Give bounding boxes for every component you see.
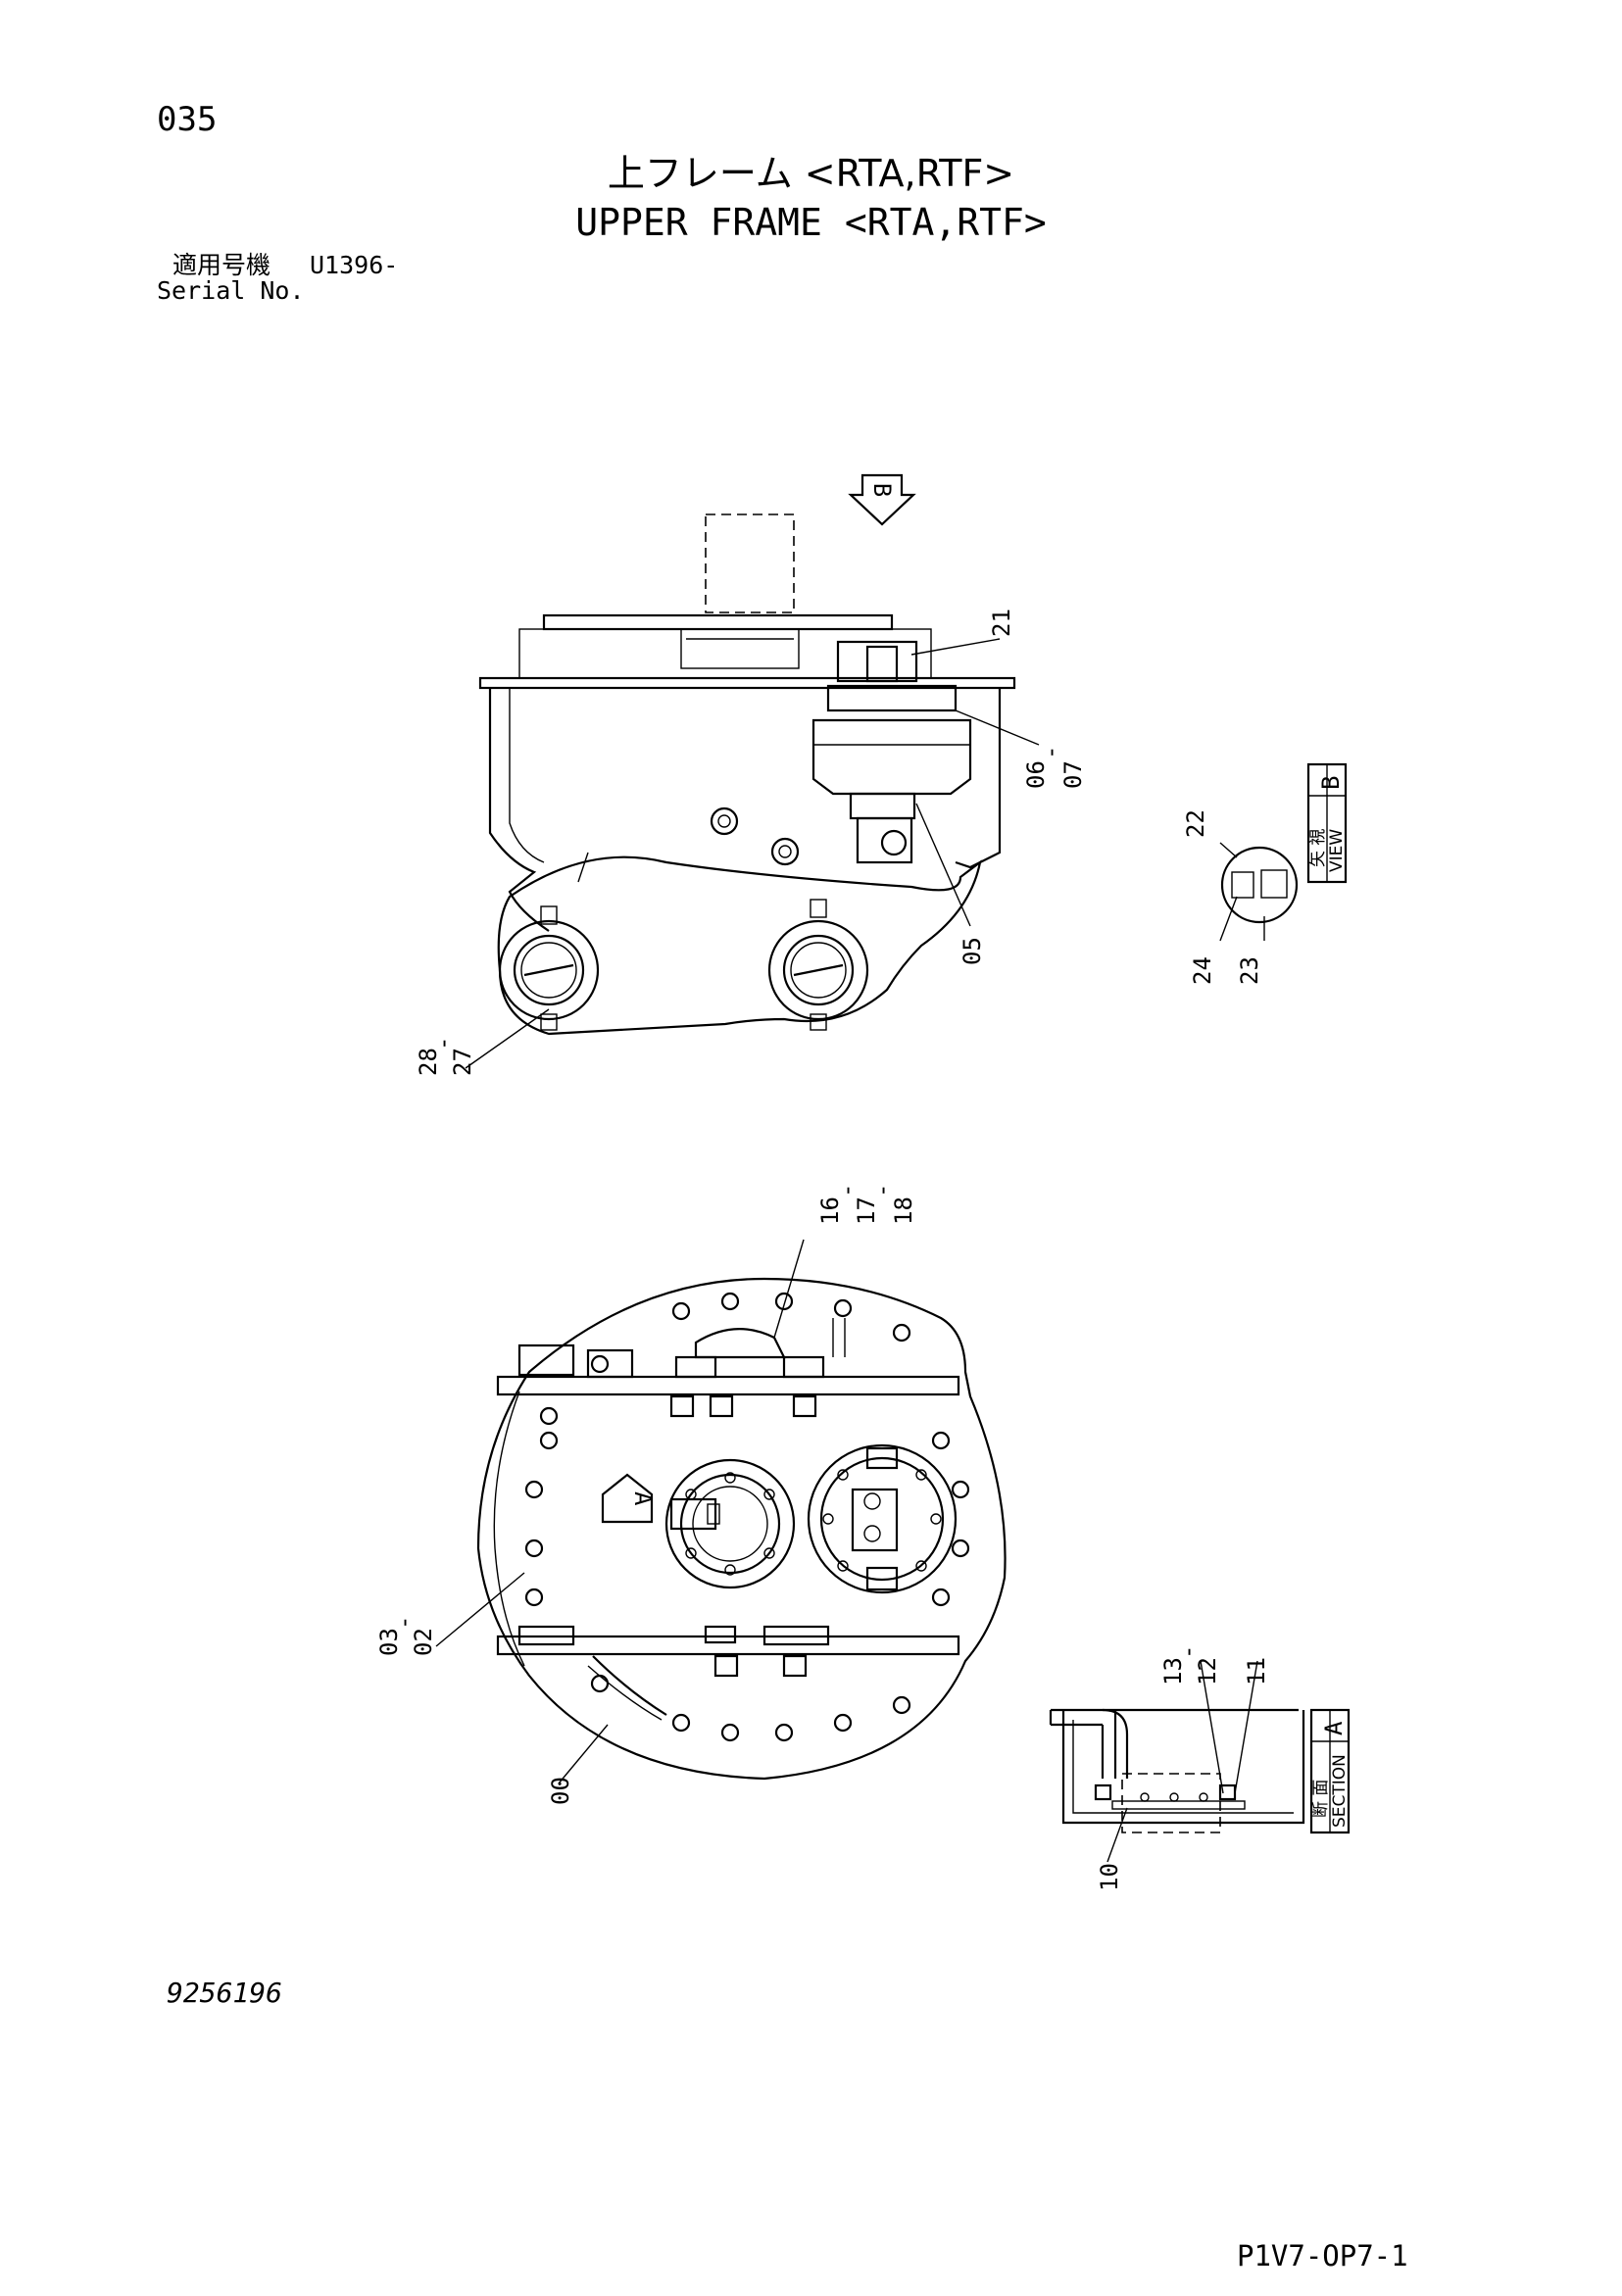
callout-28-dash: -	[429, 1037, 457, 1050]
plan-view-leaders	[435, 1239, 805, 1784]
callout-07: 07	[1059, 760, 1087, 789]
sheet-code: P1V7-OP7-1	[1237, 2239, 1408, 2272]
callout-12: 12	[1194, 1657, 1221, 1685]
callout-18: 18	[890, 1197, 917, 1225]
arrow-b-letter: B	[868, 483, 896, 497]
section-a-label-en: SECTION	[1330, 1754, 1350, 1828]
bolt-holes	[524, 1292, 970, 1742]
side-view: B	[478, 473, 1016, 1036]
side-view-leaders	[465, 638, 1040, 1069]
callout-22: 22	[1182, 809, 1209, 838]
view-b-detail: 矢 視 VIEW B 22 24 23	[1182, 762, 1348, 985]
callout-11: 11	[1243, 1657, 1270, 1685]
callout-06: 06	[1022, 760, 1050, 789]
callout-00: 00	[547, 1777, 574, 1805]
callout-21: 21	[988, 609, 1015, 637]
plan-view-callouts: 16 - 17 - 18 03 - 02 00	[375, 1184, 917, 1805]
page-title-english: UPPER FRAME <RTA,RTF>	[575, 201, 1047, 244]
callout-17: 17	[853, 1197, 880, 1225]
arrow-a-letter: A	[629, 1491, 657, 1506]
serial-number-value: U1396-	[310, 251, 399, 279]
callout-13: 13	[1159, 1657, 1187, 1685]
callout-23: 23	[1236, 956, 1263, 985]
serial-label-english: Serial No.	[157, 276, 305, 305]
callout-03: 03	[375, 1628, 403, 1656]
serial-label-japanese: 適用号機	[172, 251, 271, 279]
view-b-label-jp: 矢 視	[1308, 829, 1328, 867]
callout-03-dash: -	[390, 1616, 418, 1630]
callout-02: 02	[410, 1628, 437, 1656]
section-a-letter: A	[1320, 1721, 1348, 1735]
callout-28: 28	[415, 1048, 442, 1076]
plan-view: A	[476, 1277, 1007, 1781]
callout-06-dash: -	[1037, 746, 1064, 759]
view-b-letter: B	[1317, 776, 1345, 790]
callout-10: 10	[1096, 1863, 1123, 1891]
callout-17-dash: -	[868, 1184, 896, 1197]
drawing-number: 9256196	[167, 1977, 283, 2009]
callout-24: 24	[1189, 956, 1216, 985]
callout-13-dash: -	[1174, 1645, 1202, 1659]
callout-16: 16	[816, 1197, 844, 1225]
side-view-callouts: 21 06 - 07 05 28 - 27	[415, 609, 1087, 1076]
page-title-japanese: 上フレーム <RTA,RTF>	[607, 152, 1015, 195]
callout-27: 27	[449, 1048, 476, 1076]
page-number: 035	[157, 100, 218, 139]
view-b-label-en: VIEW	[1327, 829, 1347, 872]
callout-16-dash: -	[833, 1184, 860, 1197]
callout-05: 05	[958, 937, 986, 965]
section-a-detail: 断 面 SECTION A 13 - 12 11 10	[1049, 1645, 1351, 1891]
section-a-label-jp: 断 面	[1311, 1780, 1331, 1818]
